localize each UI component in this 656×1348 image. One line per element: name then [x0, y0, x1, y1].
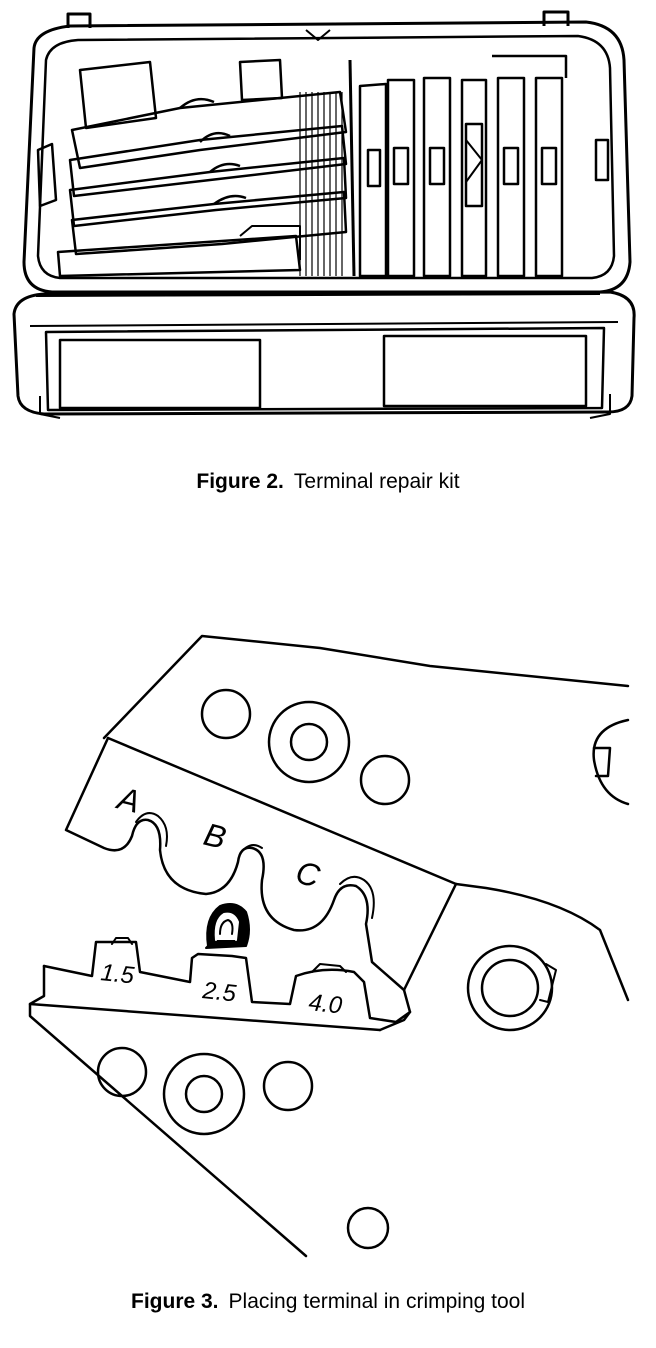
lower-die-label-4-0: 4.0 — [307, 989, 344, 1019]
upper-jaw-outline — [102, 634, 630, 740]
lower-die-profile — [42, 940, 412, 1024]
upper-die-label-b: B — [200, 816, 229, 856]
kit-hinge-clip-right — [542, 10, 570, 26]
figure-2-title: Terminal repair kit — [293, 470, 460, 493]
figure-3-caption: Figure 3. Placing terminal in crimping to… — [0, 1290, 656, 1314]
kit-base-window-left — [58, 338, 262, 410]
figure-2-number: Figure 2. — [196, 470, 284, 493]
crimping-tool-illustration: A B C 1.5 2.5 4.0 — [28, 634, 630, 1258]
terminal-in-die — [205, 903, 250, 949]
lower-jaw-hole-2 — [262, 1060, 314, 1112]
upper-jaw-hole-2 — [359, 754, 411, 806]
terminal-repair-kit-illustration — [12, 10, 636, 419]
upper-jaw-pivot — [267, 700, 351, 784]
figure-2-terminal-repair-kit — [0, 0, 656, 440]
tool-lower-pivot — [466, 944, 554, 1032]
kit-upper-shell — [22, 20, 632, 294]
upper-die-profile — [64, 736, 458, 992]
figure-3-title: Placing terminal in crimping tool — [228, 1290, 525, 1313]
lower-die-label-1-5: 1.5 — [99, 959, 136, 989]
upper-jaw-hole-1 — [200, 688, 252, 740]
figure-3-number: Figure 3. — [131, 1290, 219, 1313]
kit-hinge-clip-left — [66, 12, 92, 28]
kit-base-window-right — [382, 334, 588, 408]
lower-die-label-2-5: 2.5 — [200, 977, 238, 1008]
lower-jaw-pivot — [162, 1052, 246, 1136]
figure-3-crimping-tool: A B C 1.5 2.5 4.0 — [0, 620, 656, 1280]
kit-hatch-panel — [299, 92, 343, 276]
crimp-tool-handles — [56, 90, 348, 278]
lower-jaw-hole-1 — [96, 1046, 148, 1098]
kit-die-holders — [358, 54, 610, 278]
figure-2-caption: Figure 2. Terminal repair kit — [0, 470, 656, 494]
tool-right-pivot — [592, 718, 630, 806]
kit-lower-base — [12, 290, 636, 416]
upper-die-label-a: A — [112, 779, 143, 820]
upper-die-label-c: C — [292, 854, 324, 895]
lower-jaw-hole-3 — [346, 1206, 390, 1250]
